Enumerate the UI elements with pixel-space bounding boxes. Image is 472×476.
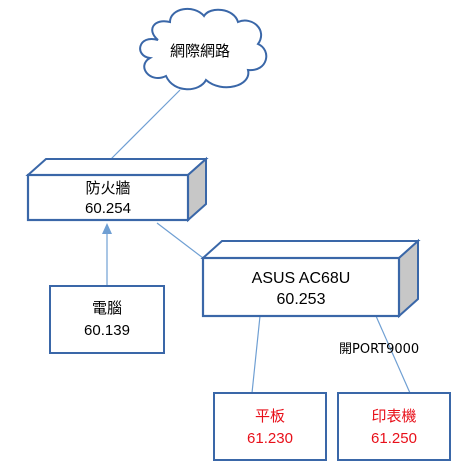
router-name: ASUS AC68U <box>252 270 351 287</box>
link-internet-firewall <box>109 89 181 161</box>
cloud-label: 網際網路 <box>170 42 230 60</box>
firewall-box-front <box>26 173 190 222</box>
arrow-head-icon <box>102 223 112 234</box>
firewall-ip: 60.254 <box>85 200 131 217</box>
link-firewall-router <box>156 222 204 259</box>
firewall-box[interactable]: 防火牆 60.254 <box>25 156 209 223</box>
tablet-ip: 61.230 <box>247 430 293 447</box>
link-router-printer <box>375 315 411 394</box>
router-box-top <box>200 240 421 259</box>
printer-box[interactable]: 印表機 61.250 <box>337 392 451 461</box>
router-box-front <box>201 256 401 318</box>
printer-box-frame <box>337 392 451 461</box>
printer-name: 印表機 <box>371 407 416 425</box>
printer-ip: 61.250 <box>371 430 417 447</box>
port-note: 開PORT9000 <box>339 342 419 357</box>
internet-cloud-icon <box>139 7 268 91</box>
tablet-box[interactable]: 平板 61.230 <box>213 392 327 461</box>
router-box[interactable]: ASUS AC68U 60.253 <box>200 238 421 319</box>
pc-box[interactable]: 電腦 60.139 <box>49 285 165 354</box>
router-ip: 60.253 <box>277 291 326 308</box>
firewall-box-top <box>25 158 209 176</box>
pc-ip: 60.139 <box>84 322 130 339</box>
pc-box-frame <box>49 285 165 354</box>
tablet-name: 平板 <box>255 407 285 425</box>
pc-name: 電腦 <box>92 299 122 317</box>
link-router-tablet <box>251 315 261 394</box>
tablet-box-frame <box>213 392 327 461</box>
firewall-name: 防火牆 <box>85 179 130 197</box>
